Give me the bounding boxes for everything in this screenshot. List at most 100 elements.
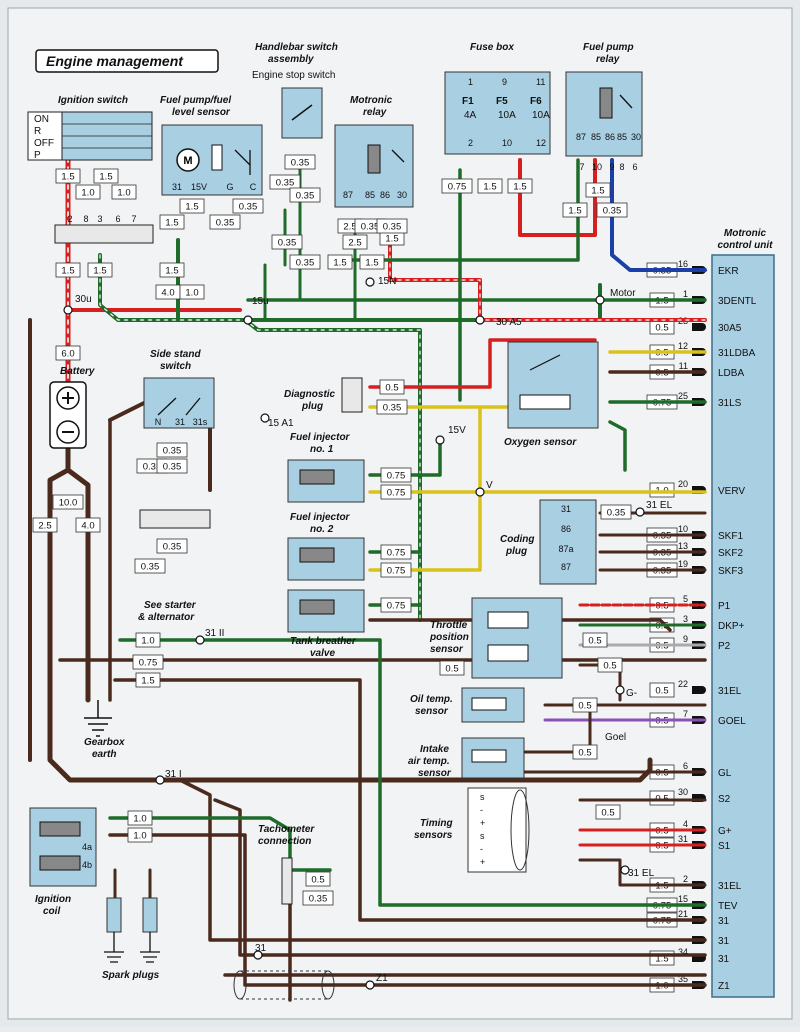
ignition-wire-gauge: 1.5 (55, 168, 81, 184)
wire-gauge-text: 1.5 (568, 206, 581, 217)
fuel-pump-relay-wire-gauge: 1.5 (562, 202, 588, 218)
fuse-name: F1 (462, 96, 474, 107)
ignition-wire-gauge: 6.0 (55, 345, 81, 361)
oil-temp-sensor (461, 687, 525, 723)
spark-plug-2-icon (142, 897, 158, 933)
net-31el-2: 31 EL (628, 868, 655, 879)
ignition-wire-gauge: 1.5 (93, 168, 119, 184)
side-stand-label-1: Side stand (150, 349, 201, 360)
timing-sign-label: - (480, 805, 483, 815)
fuel-pump-relay-pin-number: 7 (579, 162, 584, 172)
ecu-pin-number: 22 (678, 679, 688, 689)
misc-wire-gauge: 0.5 (305, 871, 331, 887)
injector-wire-gauge: 0.75 (380, 484, 412, 500)
intake-label-1: Intake (420, 744, 449, 755)
ecu-pin-name: Z1 (718, 981, 730, 992)
net-15u: 15u (252, 296, 269, 307)
diagnostic-label-2: plug (301, 401, 323, 412)
timing-sensors: s-+s-+ (467, 787, 530, 873)
misc-wire-gauge: 1.0 (135, 632, 161, 648)
fuel-pump-relay (565, 71, 643, 157)
ecu-pin-number: 6 (683, 761, 688, 771)
side-stand-label-2: switch (160, 361, 191, 372)
ecu-pin-number: 13 (678, 541, 688, 551)
net-g: G- (626, 688, 637, 699)
ecu-pin-number: 9 (683, 634, 688, 644)
motronic-relay-pin: 86 (380, 190, 390, 200)
wire-gauge-text: 0.5 (588, 636, 601, 647)
ecu-pin-name: 31LDBA (718, 348, 756, 359)
side-stand-wire-gauge: 0.35 (134, 558, 166, 574)
spark-plug-1-icon (106, 897, 122, 933)
fuse-bottom-pin: 10 (502, 138, 512, 148)
motronic-relay-wire-gauge: 2.5 (342, 234, 368, 250)
wire-gauge-text: 0.35 (603, 206, 622, 217)
handlebar-switch (281, 87, 323, 139)
wire-gauge-text: 4.0 (81, 521, 94, 532)
side-stand-pin: 31 (175, 417, 185, 427)
net-30a5: 30 A5 (496, 317, 522, 328)
wire-gauge-text: 1.5 (655, 954, 668, 965)
fuse-top-pin: 1 (468, 77, 473, 87)
net-31: 31 (255, 943, 267, 954)
ecu-pin-name: 3DENTL (718, 296, 757, 307)
oil-temp-label-2: sensor (415, 706, 449, 717)
ecu-pin-number: 5 (683, 594, 688, 604)
fuel-pump-relay-pin-number: 6 (632, 162, 637, 172)
junction-dots (63, 277, 645, 990)
ecu-pin-name: EKR (718, 266, 739, 277)
wire-gauge-text: 0.35 (163, 462, 182, 473)
ignition-coil (29, 807, 97, 887)
misc-wire-gauge: 0.5 (582, 632, 608, 648)
wire-gauge-text: 1.5 (591, 186, 604, 197)
handlebar-switch-label-2: assembly (268, 54, 314, 65)
ecu-wire-gauge: 0.5 (649, 790, 675, 806)
timing-sign-label: + (480, 857, 485, 867)
side-stand-wire-gauge: 0.35 (156, 538, 188, 554)
ecu-pin-number: 20 (678, 479, 688, 489)
misc-wire-gauge: 0.5 (597, 657, 623, 673)
ignition-pin: 3 (97, 214, 102, 224)
gearbox-earth-label-2: earth (92, 749, 116, 760)
throttle-label-1: Throttle (430, 620, 468, 631)
fuel-pump-sensor-label-1: Fuel pump/fuel (160, 95, 231, 106)
motronic-relay-wire-gauge: 1.5 (359, 254, 385, 270)
injector-2-label-2: no. 2 (310, 524, 334, 535)
wire-gauge-text: 0.5 (655, 686, 668, 697)
wire-gauge-text: 1.5 (333, 258, 346, 269)
misc-wire-gauge: 0.5 (595, 804, 621, 820)
ecu-pin-number: 19 (678, 559, 688, 569)
handlebar-wire-gauge: 0.35 (269, 174, 301, 190)
ecu-pin-number: 10 (678, 524, 688, 534)
fuel-pump-pin: C (250, 182, 257, 192)
intake-label-2: air temp. (408, 756, 450, 767)
ecu-wire-gauge: 0.5 (649, 682, 675, 698)
intake-label-3: sensor (418, 768, 452, 779)
diagnostic-wire-gauge: 0.35 (376, 399, 408, 415)
tank-breather-valve (287, 589, 365, 633)
wire-gauge-text: 0.75 (139, 658, 158, 669)
coding-pin: 31 (561, 504, 571, 514)
wire-gauge-text: 1.5 (165, 218, 178, 229)
pump-wire-gauge: 0.35 (209, 214, 241, 230)
svg-text:M: M (183, 155, 192, 167)
handlebar-wire-gauge: 0.35 (289, 187, 321, 203)
tachometer-connection (281, 857, 293, 905)
wire-gauge-text: 1.5 (483, 182, 496, 193)
timing-sign-label: - (480, 844, 483, 854)
fuel-pump-relay-pin: 86 (605, 132, 615, 142)
ecu-pin-name: P1 (718, 601, 731, 612)
ecu-pin-name: S1 (718, 841, 731, 852)
fuel-injector-2 (287, 537, 365, 581)
net-15v: 15V (448, 425, 466, 436)
fuse-box-label: Fuse box (470, 42, 514, 53)
ignition-pin: 7 (131, 214, 136, 224)
wire-gauge-text: 0.75 (387, 601, 406, 612)
wire-gauge-text: 0.5 (445, 664, 458, 675)
fuel-pump-relay-pin: 85 (591, 132, 601, 142)
net-motor: Motor (610, 288, 636, 299)
misc-wire-gauge: 0.5 (572, 697, 598, 713)
